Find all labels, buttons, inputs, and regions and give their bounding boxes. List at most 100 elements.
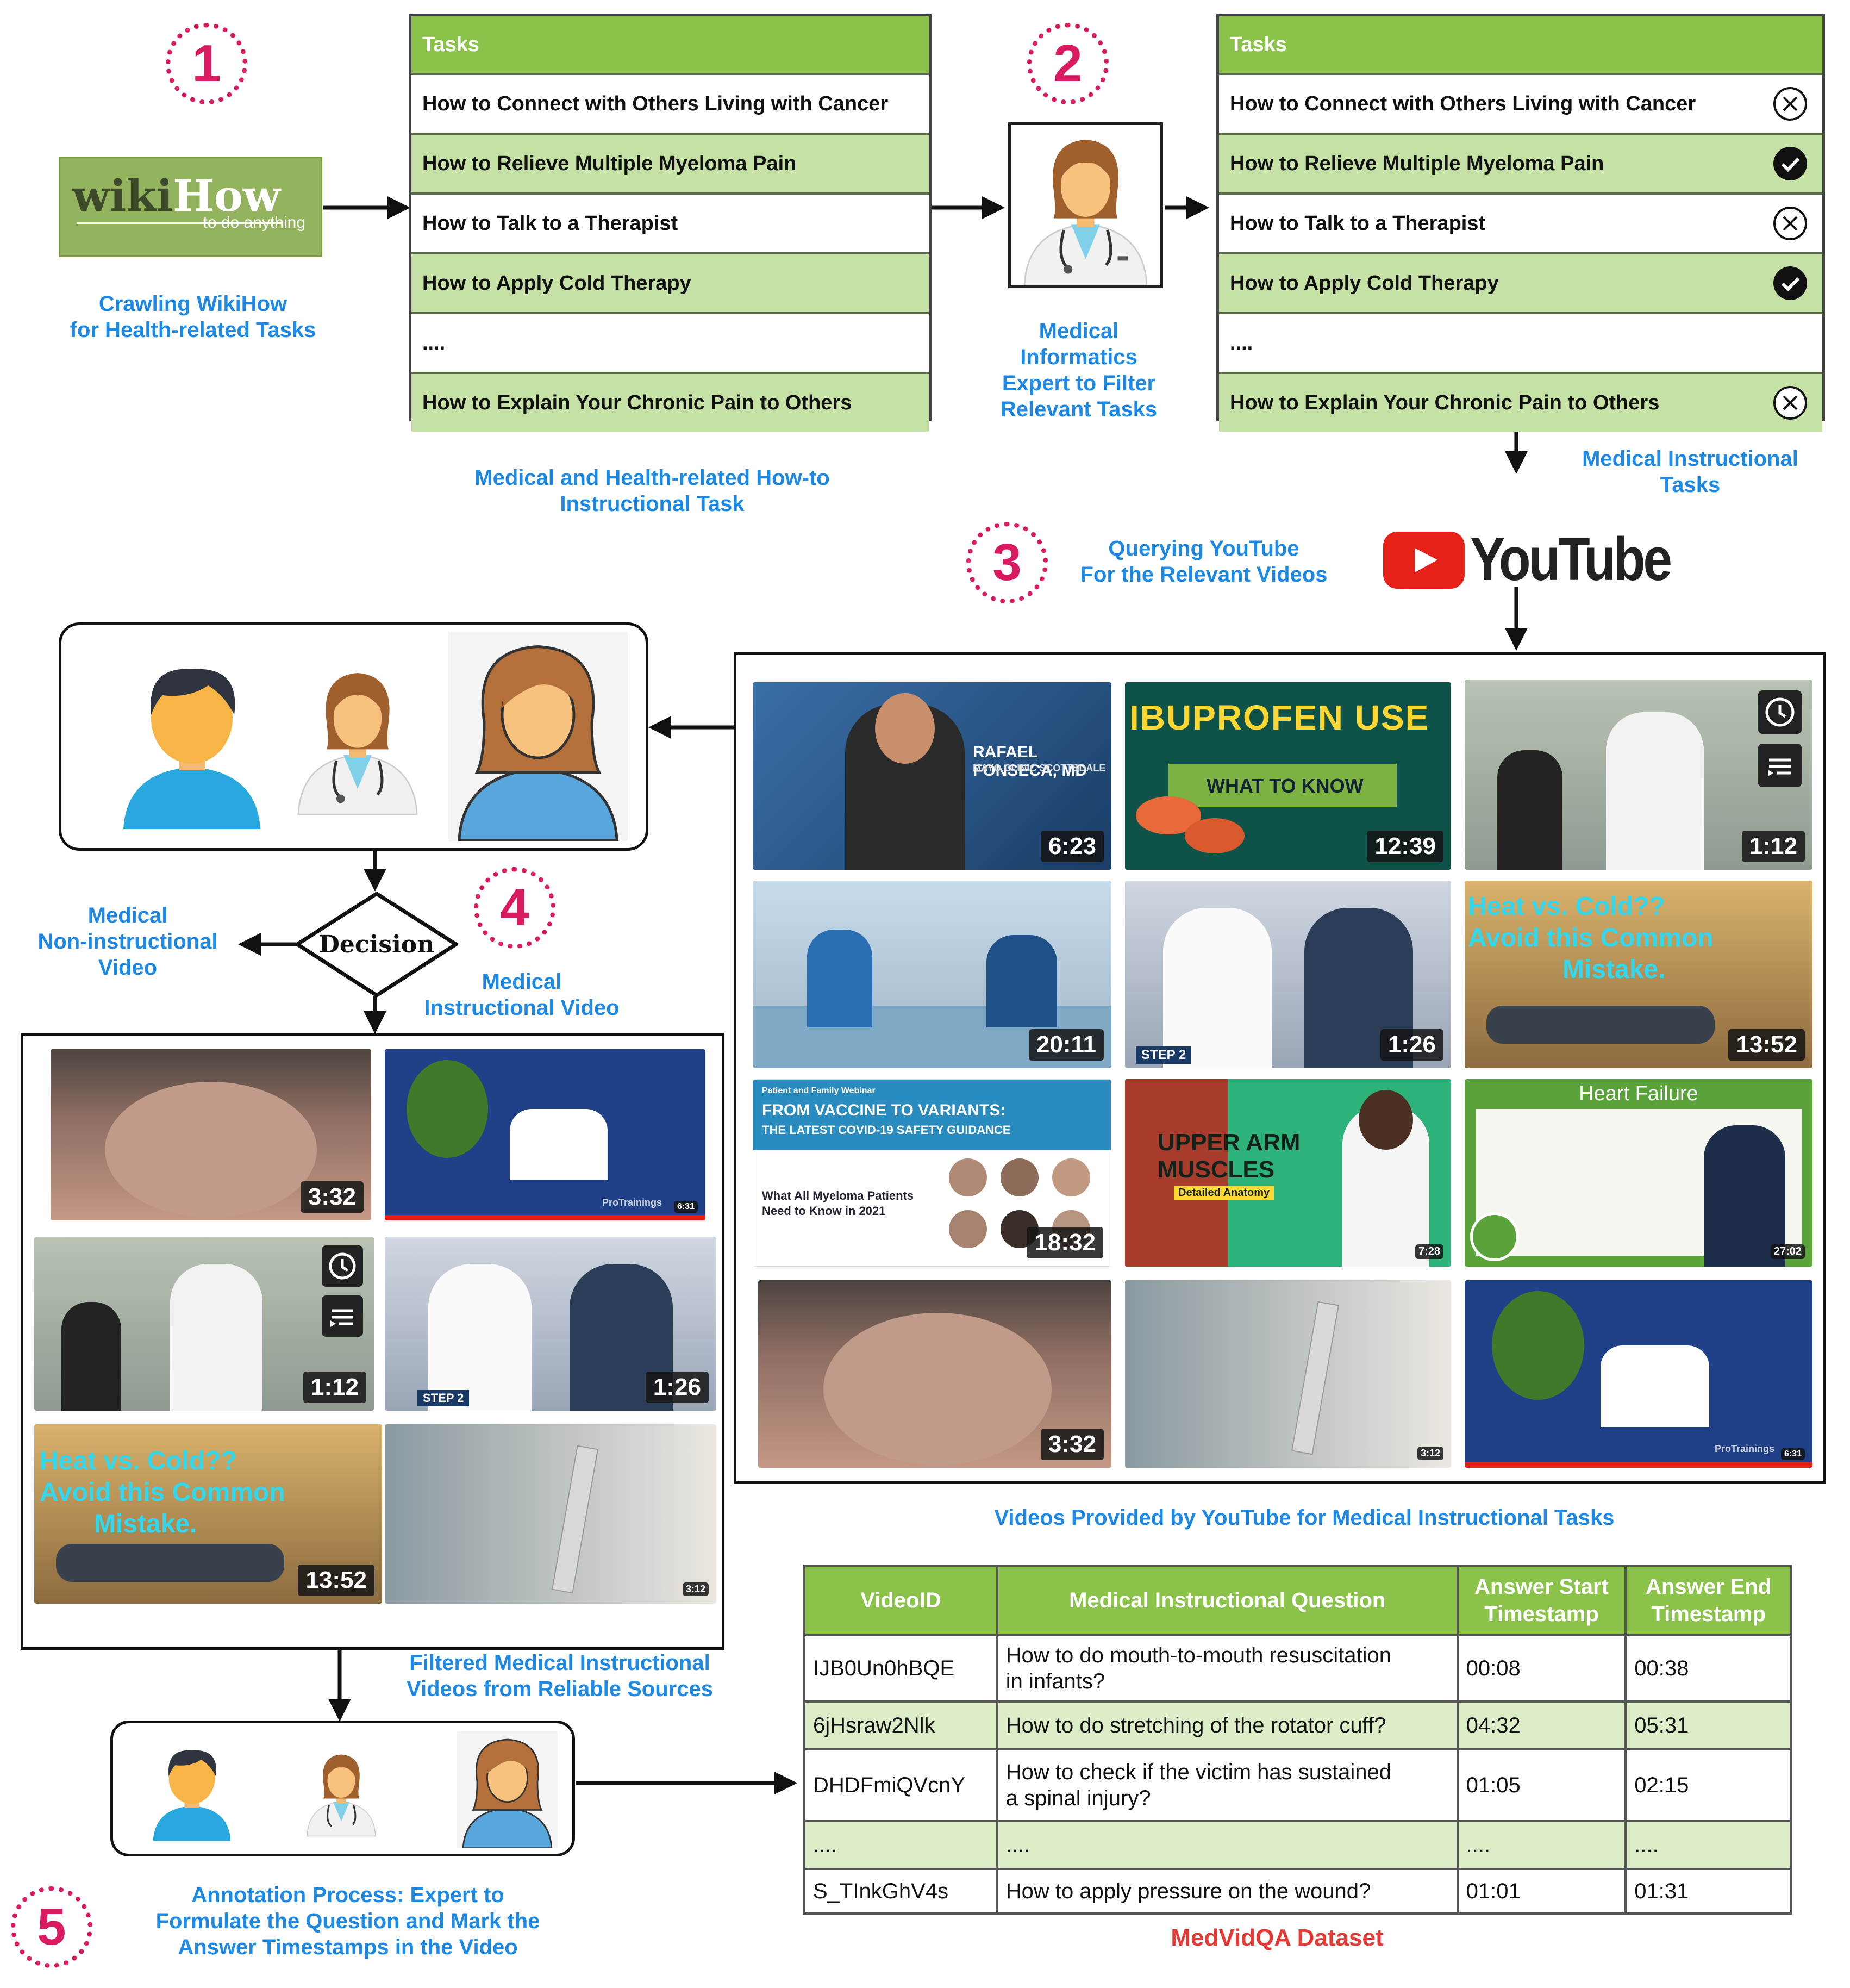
table-cell: 05:31	[1624, 1700, 1792, 1750]
table-cell: How to check if the victim has sustained…	[996, 1748, 1459, 1822]
video-duration: 20:11	[1028, 1029, 1104, 1061]
video-duration: 3:12	[682, 1582, 709, 1596]
clock-icon	[322, 1245, 363, 1287]
dataset-header-videoid: VideoID	[803, 1565, 998, 1636]
video-duration: 13:52	[298, 1565, 374, 1596]
thumbnail-caption: STEP 2	[417, 1390, 470, 1406]
task-label: How to Apply Cold Therapy	[1230, 272, 1499, 295]
table-cell: 00:08	[1456, 1634, 1627, 1703]
table-cell: How to do stretching of the rotator cuff…	[996, 1700, 1459, 1750]
video-thumbnail[interactable]: Patient and Family Webinar FROM VACCINE …	[753, 1079, 1111, 1267]
video-duration: 7:28	[1415, 1244, 1443, 1259]
thumbnail-caption: ProTrainings	[602, 1197, 662, 1208]
caption-annotation: Annotation Process: Expert to Formulate …	[155, 1883, 540, 1959]
caption-crawling: Crawling WikiHow for Health-related Task…	[70, 292, 316, 342]
video-thumbnail[interactable]: 1:12	[34, 1237, 374, 1411]
video-thumbnail[interactable]: 3:12	[1125, 1280, 1451, 1468]
woman-avatar-frame	[448, 632, 628, 842]
youtube-play-icon	[1383, 532, 1465, 589]
video-duration: 3:32	[1040, 1429, 1104, 1460]
caption-instructional-tasks: Medical Instructional Tasks	[1582, 447, 1798, 497]
video-thumbnail[interactable]: UPPER ARM MUSCLES Detailed Anatomy 7:28	[1125, 1079, 1451, 1267]
video-duration: 3:32	[300, 1181, 364, 1213]
play-icon	[1470, 1212, 1519, 1261]
thumbnail-caption: Patient and Family Webinar	[762, 1086, 876, 1095]
woman-avatar-icon	[462, 1738, 553, 1849]
task-row: How to Explain Your Chronic Pain to Othe…	[411, 372, 929, 432]
tasks-table-left-header: Tasks	[411, 16, 929, 73]
caption-youtube-videos: Videos Provided by YouTube for Medical I…	[994, 1506, 1615, 1530]
table-cell: ....	[803, 1820, 998, 1870]
task-row: How to Talk to a Therapist	[1219, 192, 1822, 252]
tasks-table-left: Tasks How to Connect with Others Living …	[409, 14, 932, 432]
thumbnail-caption: Mistake.	[94, 1510, 197, 1538]
boy-avatar-icon	[153, 1750, 231, 1841]
caption-expert-filter: Medical Informatics Expert to Filter Rel…	[1000, 319, 1158, 421]
table-cell: S_TInkGhV4s	[803, 1868, 998, 1915]
check-icon	[1773, 266, 1807, 300]
video-thumbnail[interactable]: ProTrainings 6:31	[385, 1049, 705, 1220]
youtube-videos-frame: RAFAEL FONSECA, MD MAYO CLINIC SCOTTSDAL…	[734, 652, 1826, 1484]
video-thumbnail[interactable]: STEP 2 1:26	[1125, 881, 1451, 1068]
caption-dataset: MedVidQA Dataset	[1171, 1924, 1384, 1951]
video-duration: 1:12	[1741, 831, 1805, 862]
task-row: How to Connect with Others Living with C…	[411, 73, 929, 133]
table-cell: DHDFmiQVcnY	[803, 1748, 998, 1822]
youtube-logo: YouTube	[1383, 525, 1672, 593]
table-cell: How to apply pressure on the wound?	[996, 1868, 1459, 1915]
dataset-header-question: Medical Instructional Question	[996, 1565, 1459, 1636]
video-duration: 3:12	[1417, 1447, 1443, 1460]
thumbnail-caption: IBUPROFEN USE	[1129, 698, 1430, 737]
dataset-table: VideoID Medical Instructional Question A…	[803, 1565, 1792, 1915]
video-thumbnail[interactable]: RAFAEL FONSECA, MD MAYO CLINIC SCOTTSDAL…	[753, 682, 1111, 870]
video-duration: 13:52	[1728, 1029, 1805, 1061]
thumbnail-caption: RAFAEL FONSECA, MD	[973, 743, 1087, 780]
thumbnail-caption: Avoid this Common	[1468, 924, 1714, 952]
table-cell: 01:05	[1456, 1748, 1627, 1822]
cross-icon	[1773, 386, 1807, 420]
video-duration: 6:23	[1040, 831, 1104, 862]
table-cell: IJB0Un0hBQE	[803, 1634, 998, 1703]
task-row: How to Connect with Others Living with C…	[1219, 73, 1822, 133]
video-thumbnail[interactable]: Heart Failure 27:02	[1465, 1079, 1812, 1267]
caption-querying: Querying YouTube For the Relevant Videos	[1080, 537, 1328, 587]
video-thumbnail[interactable]: 3:12	[385, 1424, 716, 1604]
video-thumbnail[interactable]: 3:32	[758, 1280, 1111, 1468]
video-thumbnail[interactable]: 3:32	[51, 1049, 371, 1220]
video-duration: 6:31	[673, 1201, 698, 1213]
video-thumbnail[interactable]: IBUPROFEN USE WHAT TO KNOW 12:39	[1125, 682, 1451, 870]
video-thumbnail[interactable]: 1:12	[1465, 680, 1812, 870]
doctor-avatar-icon	[1023, 139, 1148, 286]
thumbnail-caption: Detailed Anatomy	[1174, 1186, 1274, 1200]
table-cell: 04:32	[1456, 1700, 1627, 1750]
step-2-marker: 2	[1027, 23, 1109, 104]
video-thumbnail[interactable]: STEP 2 1:26	[385, 1237, 716, 1411]
table-cell: ....	[1456, 1820, 1627, 1870]
thumbnail-caption: Heart Failure	[1579, 1082, 1698, 1105]
task-row: How to Talk to a Therapist	[411, 192, 929, 252]
thumbnail-caption: THE LATEST COVID-19 SAFETY GUIDANCE	[762, 1123, 1011, 1137]
video-duration: 1:26	[1380, 1029, 1443, 1061]
task-row: How to Apply Cold Therapy	[1219, 252, 1822, 312]
video-thumbnail[interactable]: Heat vs. Cold?? Avoid this Common Mistak…	[34, 1424, 382, 1604]
doctor-avatar-icon	[297, 673, 418, 815]
video-duration: 1:12	[303, 1372, 366, 1403]
step-3-marker: 3	[966, 522, 1048, 603]
reviewers-box	[59, 622, 648, 851]
thumbnail-caption: FROM VACCINE TO VARIANTS:	[762, 1101, 1006, 1119]
task-row: How to Relieve Multiple Myeloma Pain	[411, 133, 929, 192]
video-thumbnail[interactable]: 20:11	[753, 881, 1111, 1068]
decision-diamond	[295, 892, 458, 998]
boy-avatar-icon	[123, 669, 260, 829]
thumbnail-caption: Heat vs. Cold??	[40, 1447, 237, 1475]
table-cell: 6jHsraw2Nlk	[803, 1700, 998, 1750]
thumbnail-caption: WHAT TO KNOW	[1207, 775, 1364, 797]
table-cell: 02:15	[1624, 1748, 1792, 1822]
video-thumbnail[interactable]: Heat vs. Cold?? Avoid this Common Mistak…	[1465, 881, 1812, 1068]
dataset-table-wrap: VideoID Medical Instructional Question A…	[803, 1565, 1792, 1915]
table-cell: ....	[1624, 1820, 1792, 1870]
woman-avatar-frame	[457, 1731, 558, 1849]
cross-icon	[1773, 207, 1807, 240]
video-thumbnail[interactable]: ProTrainings 6:31	[1465, 1280, 1812, 1468]
